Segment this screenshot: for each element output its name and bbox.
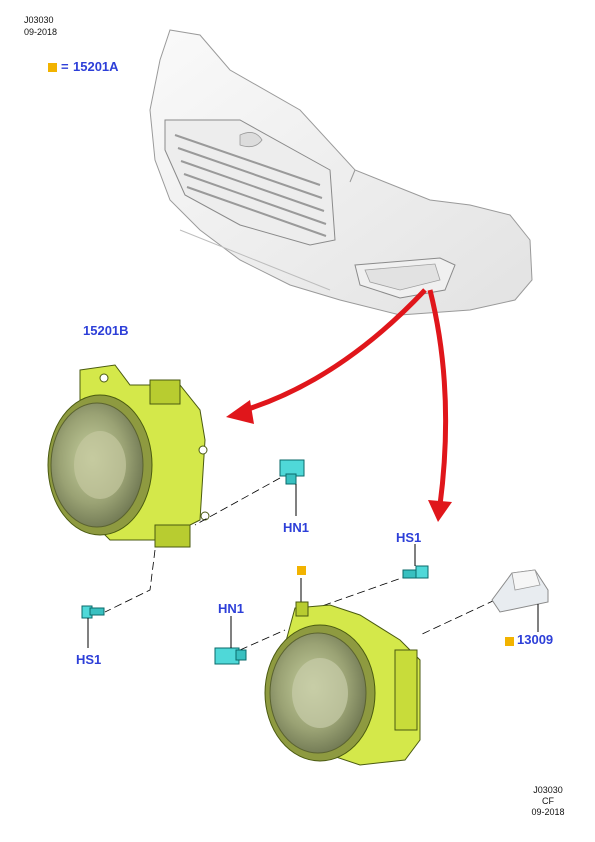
red-arrow-left-icon [226, 288, 427, 424]
bulb-marker-icon [505, 637, 514, 646]
footer-date: 09-2018 [531, 807, 565, 817]
footer-code: J03030 [533, 785, 563, 795]
screw-right-icon [402, 544, 429, 579]
label-hs1-right: HS1 [396, 530, 422, 545]
red-arrow-down-icon [427, 289, 452, 522]
label-bulb: 13009 [517, 632, 554, 647]
header-date: 09-2018 [24, 27, 58, 37]
legend-marker-icon [48, 63, 57, 72]
clip-nut-lower-icon [214, 616, 247, 665]
header-code: J03030 [24, 15, 54, 25]
fog-lamp-right-icon [264, 601, 421, 766]
front-bumper-icon [149, 29, 533, 316]
assembly-lines [104, 477, 496, 651]
assembly-marker-icon [297, 566, 306, 575]
label-hs1-left: HS1 [76, 652, 102, 667]
label-hn1-upper: HN1 [283, 520, 310, 535]
label-lamp-left: 15201B [83, 323, 129, 338]
fog-lamp-left-icon [47, 364, 210, 548]
clip-nut-upper-icon [279, 459, 305, 516]
label-hn1-lower: HN1 [218, 601, 245, 616]
bulb-icon [491, 569, 549, 632]
legend-part-label: 15201A [73, 59, 119, 74]
footer-initials: CF [542, 796, 554, 806]
legend-equals: = [61, 59, 69, 74]
screw-left-icon [81, 605, 105, 648]
